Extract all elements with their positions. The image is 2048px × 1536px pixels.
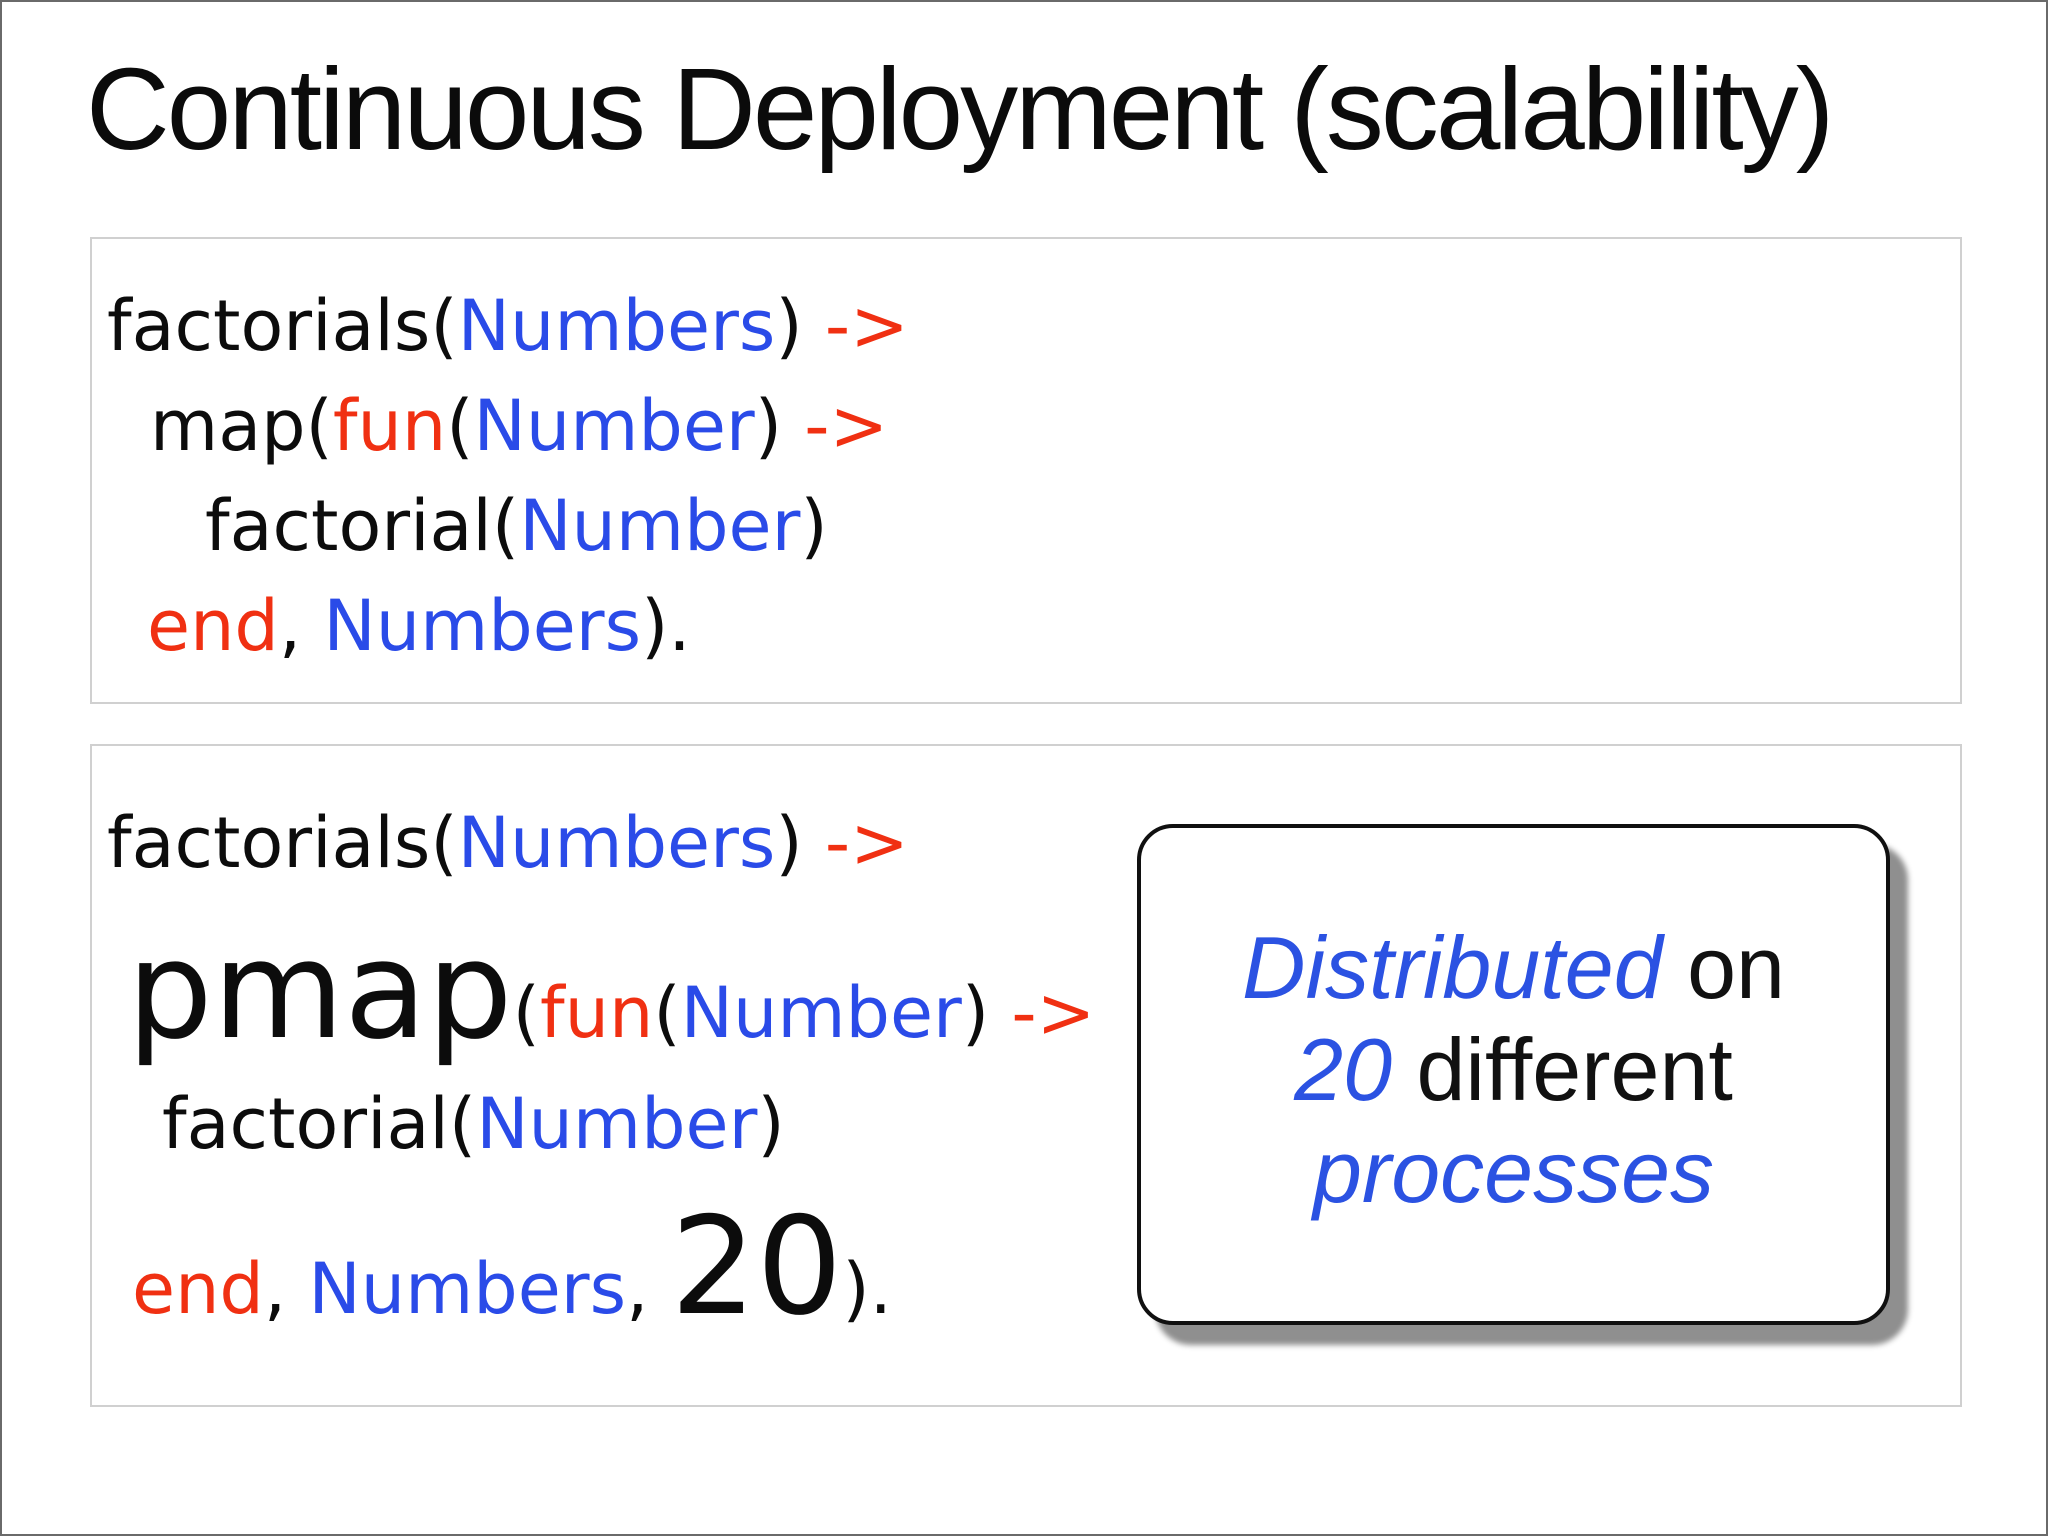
code-segment: ->	[824, 802, 909, 884]
code-segment: Number	[476, 1083, 758, 1165]
code-segment: ).	[842, 1248, 892, 1330]
code-segment: )	[800, 485, 828, 567]
code-segment: factorial(	[205, 485, 520, 567]
code-segment: Number	[519, 485, 801, 567]
code-line: map(fun(Number) ->	[150, 391, 888, 461]
code-segment: (	[653, 972, 681, 1054]
slide-title: Continuous Deployment (scalability)	[86, 44, 1834, 174]
distributed-callout: Distributed on 20 different processes	[1137, 824, 1890, 1325]
code-segment: (	[512, 972, 540, 1054]
callout-line: processes	[1313, 1121, 1714, 1223]
code-segment: ,	[626, 1248, 671, 1330]
code-segment: end	[132, 1248, 264, 1330]
code-segment: fun	[332, 385, 447, 467]
code-segment: ,	[263, 1248, 309, 1330]
code-segment: factorials(	[107, 285, 458, 367]
code-segment: Numbers	[457, 802, 776, 884]
code-segment: )	[757, 1083, 785, 1165]
code-block-map: factorials(Numbers) -> map(fun(Number) -…	[90, 237, 1962, 704]
code-line: factorial(Number)	[162, 1089, 785, 1159]
code-segment: )	[754, 385, 805, 467]
code-segment: )	[961, 972, 1012, 1054]
callout-segment: on	[1662, 917, 1785, 1017]
code-segment: map(	[150, 385, 333, 467]
code-segment: ).	[641, 585, 691, 667]
code-segment: Numbers	[308, 1248, 627, 1330]
code-segment: (	[446, 385, 474, 467]
code-segment: ->	[824, 285, 909, 367]
code-segment: factorial(	[162, 1083, 477, 1165]
callout-segment: 20	[1294, 1019, 1393, 1119]
code-line: factorials(Numbers) ->	[107, 808, 909, 878]
code-segment: Number	[473, 385, 755, 467]
code-segment: Numbers	[457, 285, 776, 367]
code-segment: )	[775, 285, 825, 367]
code-line: factorials(Numbers) ->	[107, 291, 909, 361]
callout-segment: processes	[1312, 1121, 1715, 1221]
code-segment: )	[775, 802, 825, 884]
code-segment: factorials(	[107, 802, 458, 884]
code-line: end, Numbers).	[147, 591, 691, 661]
code-segment: ,	[278, 585, 324, 667]
callout-line: 20 different	[1294, 1019, 1733, 1121]
process-count: 20	[670, 1188, 843, 1345]
code-line: factorial(Number)	[205, 491, 828, 561]
callout-line: Distributed on	[1242, 917, 1785, 1019]
callout-segment: Distributed	[1242, 917, 1663, 1017]
code-segment: end	[147, 585, 279, 667]
code-line: pmap(fun(Number) ->	[127, 923, 1095, 1058]
code-segment: ->	[804, 385, 889, 467]
code-segment: Number	[680, 972, 962, 1054]
code-segment: Numbers	[323, 585, 642, 667]
pmap-keyword: pmap	[127, 912, 513, 1069]
code-segment: ->	[1011, 972, 1096, 1054]
code-line: end, Numbers, 20).	[132, 1199, 892, 1334]
code-segment: fun	[539, 972, 654, 1054]
callout-segment: different	[1392, 1019, 1733, 1119]
